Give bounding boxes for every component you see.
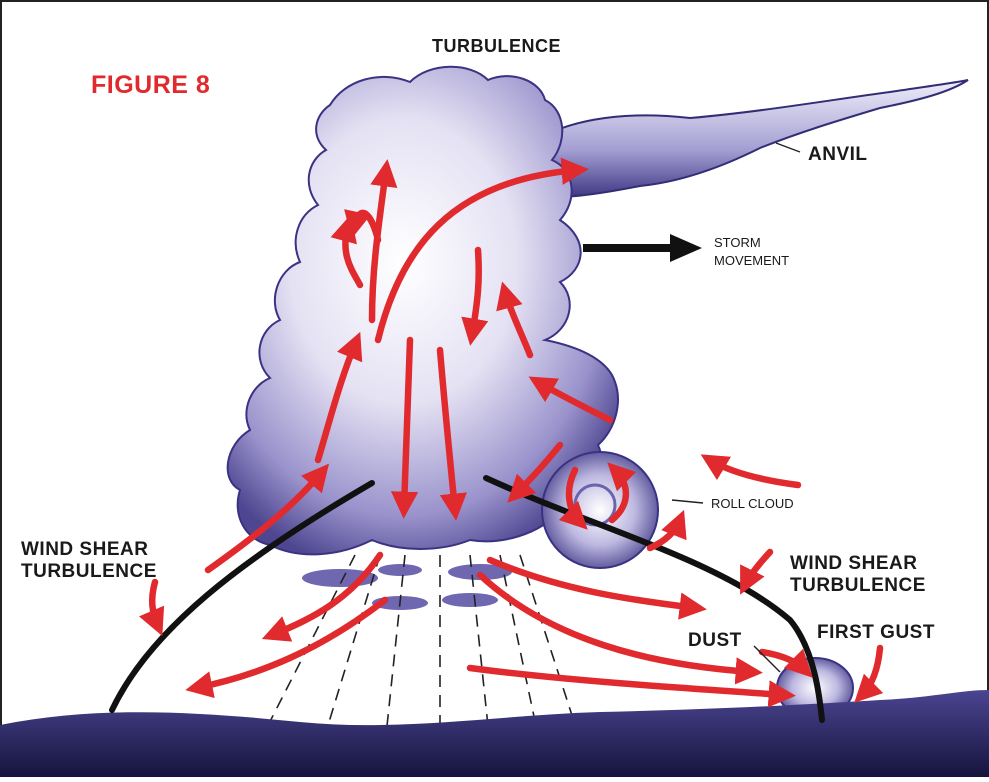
roll-cloud-label: ROLL CLOUD [711, 496, 794, 511]
wind-shear-right-label-line2: TURBULENCE [790, 575, 926, 596]
storm-movement-label-line2: MOVEMENT [714, 253, 789, 268]
figure-label: FIGURE 8 [91, 71, 210, 99]
wind-shear-left-label-line1: WIND SHEAR [21, 539, 148, 560]
wind-shear-left-label-line2: TURBULENCE [21, 561, 157, 582]
anvil-label: ANVIL [808, 144, 868, 165]
rain-blob [442, 593, 498, 607]
rain-blob [378, 564, 422, 576]
diagram-title: TURBULENCE [432, 36, 561, 56]
storm-movement-label-line1: STORM [714, 235, 761, 250]
first-gust-label: FIRST GUST [817, 622, 935, 643]
wind-shear-right-label-line1: WIND SHEAR [790, 553, 917, 574]
dust-label: DUST [688, 630, 742, 651]
